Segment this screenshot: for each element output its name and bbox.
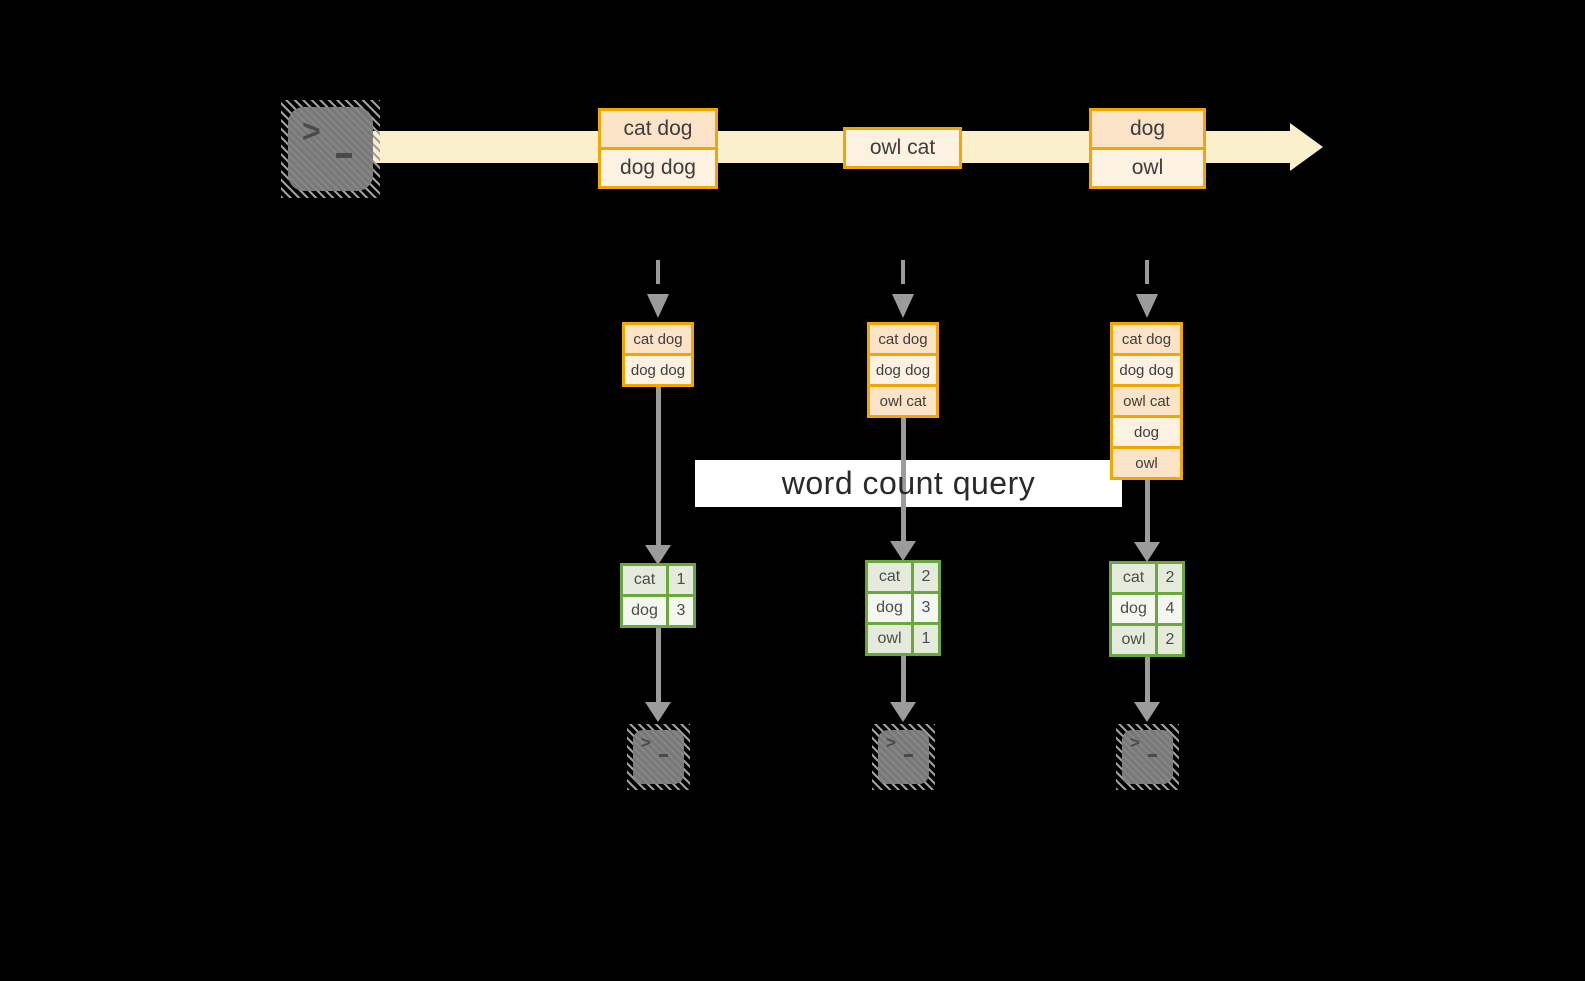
count-cell: 2 bbox=[914, 563, 938, 591]
count-cell: 3 bbox=[914, 594, 938, 622]
count-cell: 3 bbox=[669, 597, 693, 625]
buffer-row: cat dog bbox=[625, 325, 691, 353]
buffer-row: dog dog bbox=[625, 356, 691, 384]
word-cell: dog bbox=[868, 594, 911, 622]
word-cell: owl bbox=[1112, 626, 1155, 654]
word-cell: cat bbox=[623, 566, 666, 594]
query-arrow-line-3 bbox=[1145, 478, 1150, 542]
ingest-arrow-dash-2 bbox=[901, 260, 905, 284]
buffer-row: cat dog bbox=[870, 325, 936, 353]
stream-event-box-2: owl cat bbox=[843, 127, 962, 169]
sink-terminal-icon-1: > bbox=[627, 724, 690, 790]
buffer-stack-1: cat dog dog dog bbox=[622, 322, 694, 387]
word-cell: dog bbox=[1112, 595, 1155, 623]
query-arrowhead-3 bbox=[1134, 542, 1160, 562]
count-cell: 1 bbox=[669, 566, 693, 594]
output-arrow-line-1 bbox=[656, 626, 661, 702]
stream-event-text: cat dog bbox=[601, 111, 715, 147]
terminal-screen: > bbox=[633, 730, 684, 784]
buffer-row: dog dog bbox=[870, 356, 936, 384]
count-row: dog 4 bbox=[1112, 595, 1182, 623]
count-table-1: cat 1 dog 3 bbox=[620, 563, 696, 628]
count-cell: 4 bbox=[1158, 595, 1182, 623]
count-row: dog 3 bbox=[623, 597, 693, 625]
buffer-stack-2: cat dog dog dog owl cat bbox=[867, 322, 939, 418]
terminal-cursor-icon bbox=[336, 153, 352, 158]
ingest-arrowhead-1 bbox=[647, 294, 669, 318]
word-cell: dog bbox=[623, 597, 666, 625]
ingest-arrowhead-3 bbox=[1136, 294, 1158, 318]
count-table-3: cat 2 dog 4 owl 2 bbox=[1109, 561, 1185, 657]
sink-terminal-icon-3: > bbox=[1116, 724, 1179, 790]
query-arrow-line-2 bbox=[901, 416, 906, 541]
stream-event-box-1: cat dog dog dog bbox=[598, 108, 718, 189]
count-row: dog 3 bbox=[868, 594, 938, 622]
terminal-prompt-icon: > bbox=[886, 733, 896, 752]
count-cell: 2 bbox=[1158, 626, 1182, 654]
terminal-cursor-icon bbox=[904, 754, 913, 757]
buffer-row: owl bbox=[1113, 449, 1180, 477]
query-arrowhead-1 bbox=[645, 545, 671, 565]
query-banner-label: word count query bbox=[781, 465, 1036, 501]
buffer-row: dog bbox=[1113, 418, 1180, 446]
count-row: owl 1 bbox=[868, 625, 938, 653]
output-arrow-line-2 bbox=[901, 654, 906, 702]
terminal-cursor-icon bbox=[1148, 754, 1157, 757]
count-row: cat 1 bbox=[623, 566, 693, 594]
output-arrow-line-3 bbox=[1145, 655, 1150, 702]
buffer-row: cat dog bbox=[1113, 325, 1180, 353]
buffer-row: owl cat bbox=[1113, 387, 1180, 415]
word-cell: cat bbox=[868, 563, 911, 591]
output-arrowhead-3 bbox=[1134, 702, 1160, 722]
stream-event-text: dog dog bbox=[601, 150, 715, 186]
terminal-prompt-icon: > bbox=[641, 733, 651, 752]
count-row: cat 2 bbox=[1112, 564, 1182, 592]
count-cell: 1 bbox=[914, 625, 938, 653]
sink-terminal-icon-2: > bbox=[872, 724, 935, 790]
stream-event-text: owl bbox=[1092, 150, 1203, 186]
ingest-arrow-dash-1 bbox=[656, 260, 660, 284]
ingest-arrowhead-2 bbox=[892, 294, 914, 318]
stream-event-box-3: dog owl bbox=[1089, 108, 1206, 189]
buffer-row: dog dog bbox=[1113, 356, 1180, 384]
source-terminal-icon: > bbox=[281, 100, 380, 198]
query-arrow-line-1 bbox=[656, 385, 661, 545]
output-arrowhead-2 bbox=[890, 702, 916, 722]
stream-event-text: owl cat bbox=[846, 130, 959, 166]
terminal-prompt-icon: > bbox=[1130, 733, 1140, 752]
output-arrowhead-1 bbox=[645, 702, 671, 722]
count-row: owl 2 bbox=[1112, 626, 1182, 654]
buffer-stack-3: cat dog dog dog owl cat dog owl bbox=[1110, 322, 1183, 480]
count-table-2: cat 2 dog 3 owl 1 bbox=[865, 560, 941, 656]
terminal-screen: > bbox=[288, 107, 373, 191]
terminal-cursor-icon bbox=[659, 754, 668, 757]
terminal-screen: > bbox=[878, 730, 929, 784]
count-row: cat 2 bbox=[868, 563, 938, 591]
stream-event-text: dog bbox=[1092, 111, 1203, 147]
ingest-arrow-dash-3 bbox=[1145, 260, 1149, 284]
terminal-screen: > bbox=[1122, 730, 1173, 784]
word-cell: owl bbox=[868, 625, 911, 653]
query-banner-background bbox=[695, 460, 1122, 507]
buffer-row: owl cat bbox=[870, 387, 936, 415]
count-cell: 2 bbox=[1158, 564, 1182, 592]
stream-arrowhead bbox=[1290, 123, 1323, 171]
word-cell: cat bbox=[1112, 564, 1155, 592]
terminal-prompt-icon: > bbox=[302, 113, 321, 149]
query-arrowhead-2 bbox=[890, 541, 916, 561]
